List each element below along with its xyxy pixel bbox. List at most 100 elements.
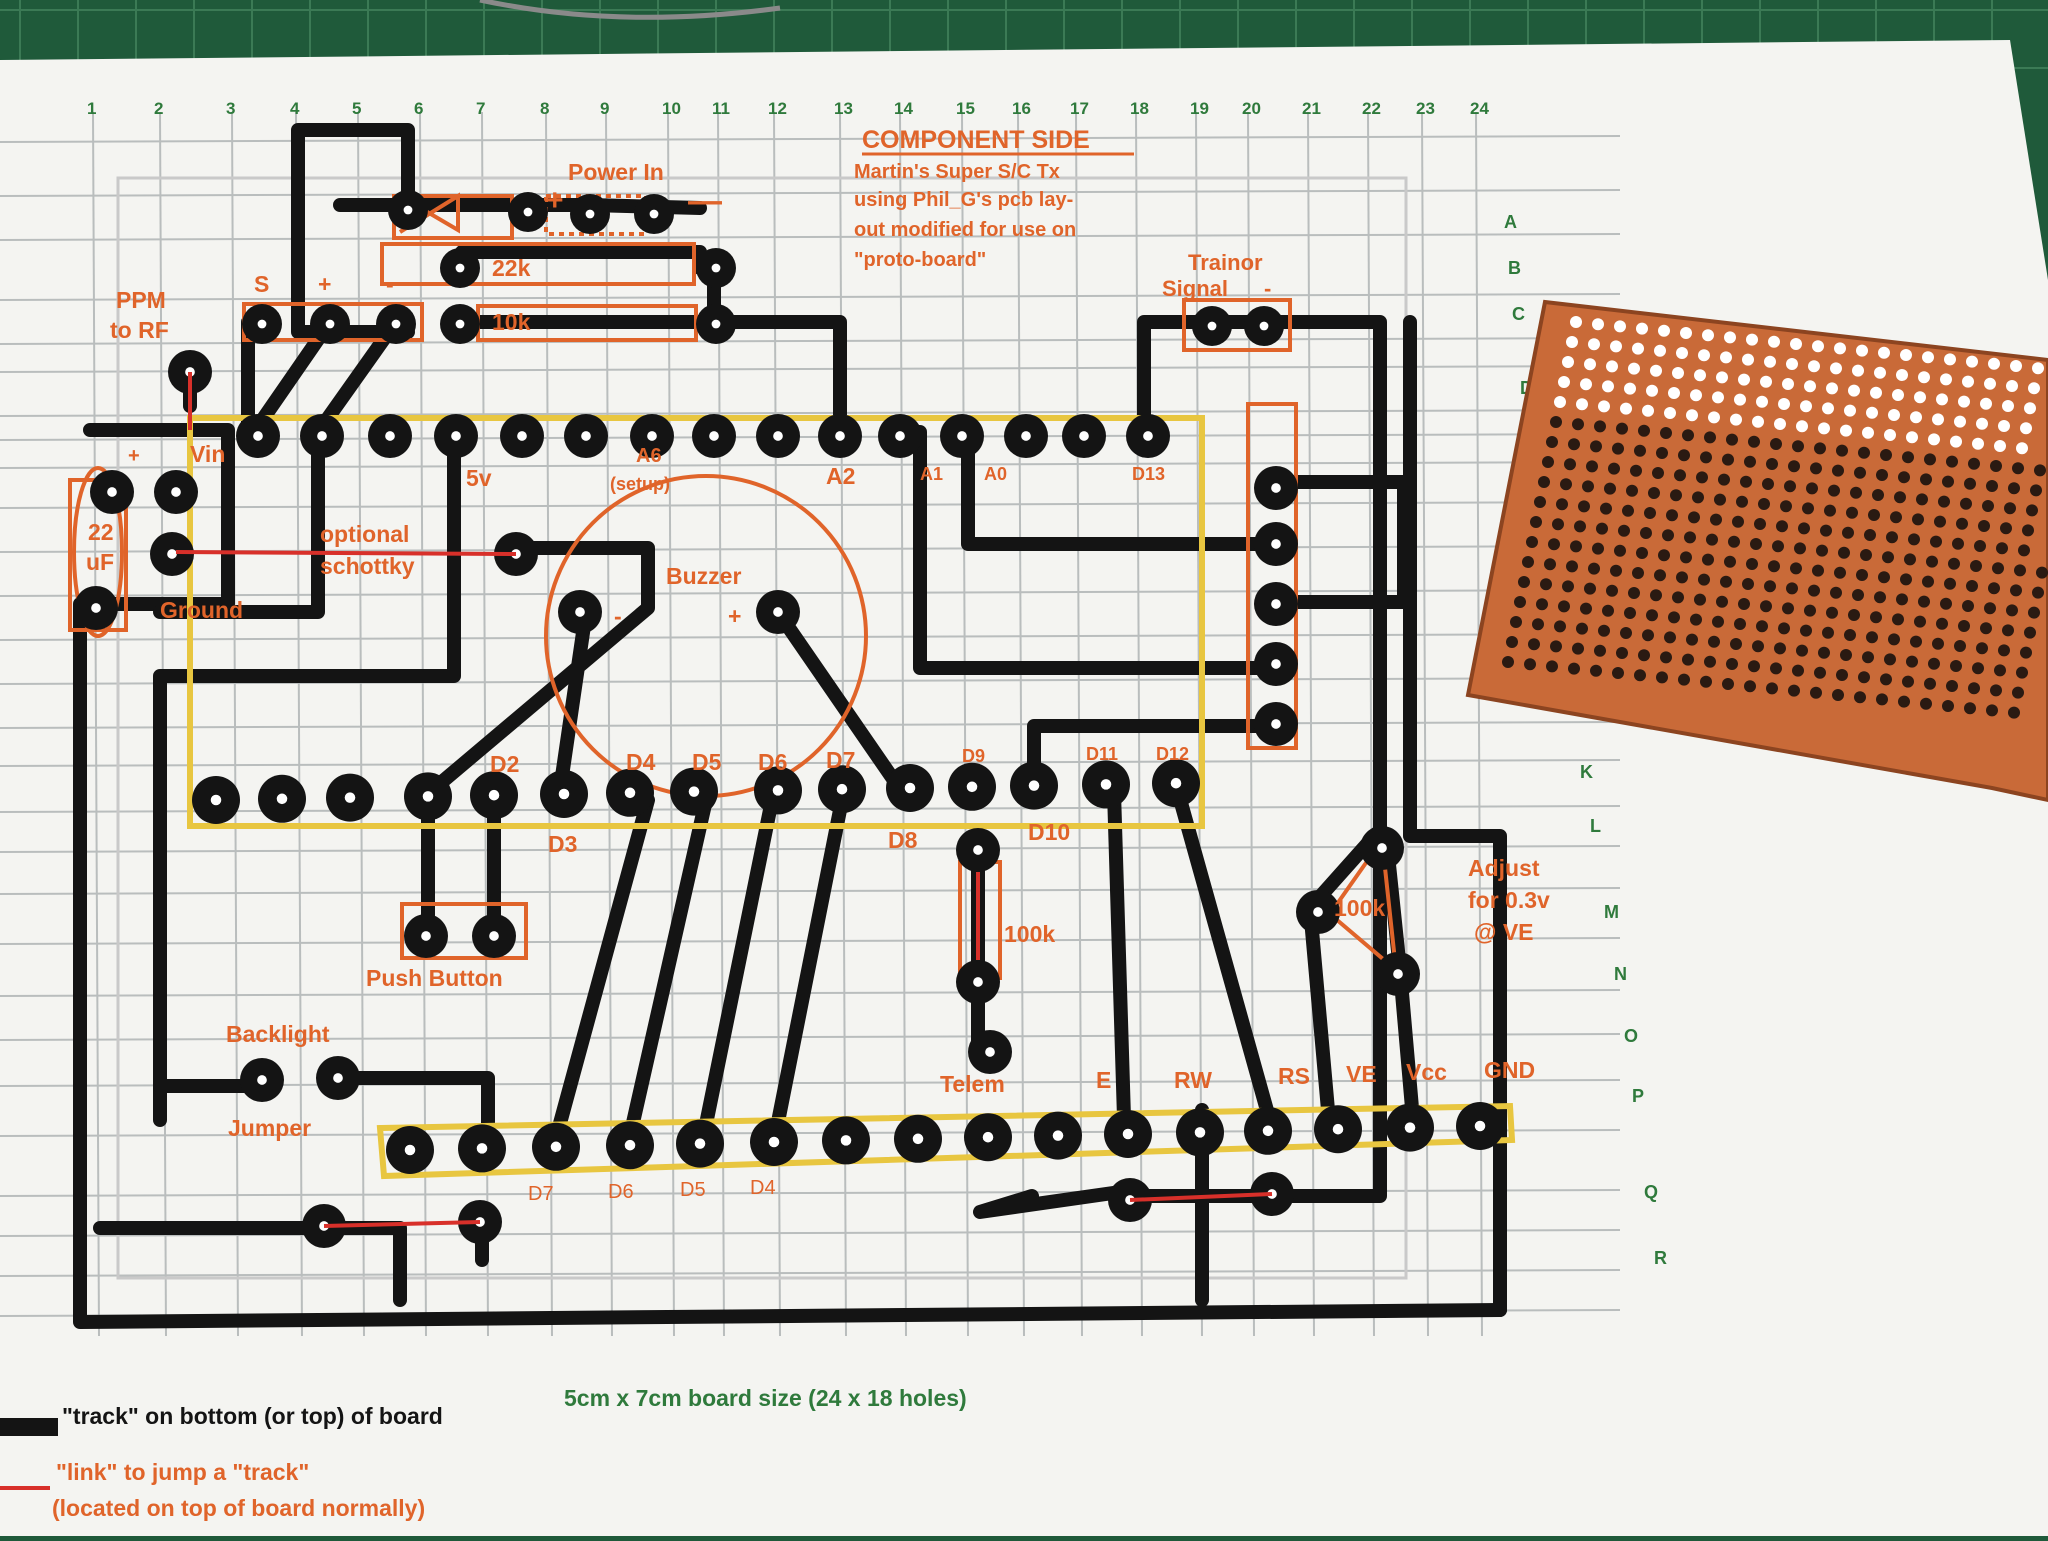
col-number: 4 — [290, 99, 300, 118]
signal-label: Signal — [1162, 276, 1228, 301]
lcd-rs-label: RS — [1278, 1063, 1310, 1089]
col-number: 16 — [1012, 99, 1031, 118]
lcd-rw-label: RW — [1174, 1067, 1212, 1093]
row-letter: Q — [1644, 1182, 1658, 1202]
links — [175, 372, 1273, 1228]
ground-label: Ground — [160, 597, 243, 623]
col-number: 15 — [956, 99, 975, 118]
trainer-minus-label: - — [1264, 276, 1271, 301]
backlight-label: Backlight — [226, 1021, 330, 1047]
cap-22-label: 22 — [88, 519, 114, 545]
track-legend-swatch — [0, 1418, 58, 1436]
col-number: 12 — [768, 99, 787, 118]
r10k-label: 10k — [492, 309, 531, 335]
lcd-d4-label: D4 — [750, 1177, 776, 1199]
col-number: 21 — [1302, 99, 1321, 118]
jumper-label: Jumper — [228, 1115, 311, 1141]
row-letter: L — [1590, 816, 1601, 836]
buzzer-plus-label: + — [728, 603, 741, 629]
desc-line-3: out modified for use on — [854, 219, 1076, 241]
5v-label: 5v — [466, 465, 492, 491]
lcd-d6-label: D6 — [608, 1181, 634, 1203]
adjust-ve-label: @ VE — [1474, 919, 1534, 945]
component-outline — [380, 242, 696, 286]
lcd-d5-label: D5 — [680, 1179, 706, 1201]
col-number: 5 — [352, 99, 361, 118]
ppm-label: PPM — [116, 287, 166, 313]
trainer-label: Trainor — [1188, 250, 1263, 275]
adjust-for-label: for 0.3v — [1468, 887, 1550, 913]
desc-line-2: using Phil_G's pcb lay- — [854, 189, 1073, 211]
col-number: 2 — [154, 99, 163, 118]
d7-label: D7 — [826, 747, 855, 773]
component-outline — [400, 902, 528, 960]
protoboard-photo — [1465, 299, 2048, 803]
optional-label: optional — [320, 521, 409, 547]
col-number: 19 — [1190, 99, 1209, 118]
vin-label: Vin — [190, 441, 225, 467]
r100k-label-b: 100k — [1334, 895, 1385, 921]
push-button-label: Push Button — [366, 965, 503, 991]
col-number: 8 — [540, 99, 549, 118]
col-number: 9 — [600, 99, 609, 118]
col-number: 14 — [894, 99, 913, 118]
col-number: 23 — [1416, 99, 1435, 118]
col-number: 7 — [476, 99, 485, 118]
row-letter: R — [1654, 1248, 1667, 1268]
row-letter: K — [1580, 762, 1593, 782]
lcd-telem-label: Telem — [940, 1071, 1005, 1097]
row-letter: P — [1632, 1086, 1644, 1106]
cap-plus-label: + — [128, 445, 140, 467]
col-number: 24 — [1470, 99, 1489, 118]
desc-line-1: Martin's Super S/C Tx — [854, 161, 1060, 183]
components — [68, 192, 1399, 980]
col-number: 20 — [1242, 99, 1261, 118]
col-number: 6 — [414, 99, 423, 118]
a0-label: A0 — [984, 464, 1007, 484]
link-wire — [323, 1220, 481, 1228]
col-number: 18 — [1130, 99, 1149, 118]
power-plus-label: + — [546, 184, 564, 217]
row-letter: M — [1604, 902, 1619, 922]
lcd-e-label: E — [1096, 1067, 1111, 1093]
desc-line-4: "proto-board" — [854, 249, 986, 271]
row-letter: N — [1614, 964, 1627, 984]
col-number: 10 — [662, 99, 681, 118]
schottky-label: schottky — [320, 553, 415, 579]
a1-label: A1 — [920, 464, 943, 484]
servo-plus-label: + — [318, 271, 331, 297]
a2-label: A2 — [826, 463, 855, 489]
link-legend-label-2: (located on top of board normally) — [52, 1495, 425, 1521]
d6-label: D6 — [758, 749, 787, 775]
component-outline — [1246, 402, 1298, 750]
servo-s-label: S — [254, 271, 269, 297]
lcd-gnd-label: GND — [1484, 1057, 1535, 1083]
row-letter: A — [1504, 212, 1517, 232]
lcd-vcc-label: Vcc — [1406, 1059, 1447, 1085]
d12-label: D12 — [1156, 744, 1189, 764]
d10-label: D10 — [1028, 819, 1070, 845]
buzzer-label: Buzzer — [666, 563, 741, 589]
ppm-to-rf-label: to RF — [110, 317, 169, 343]
row-letter: B — [1508, 258, 1521, 278]
trimpot-outline — [1327, 834, 1399, 975]
d13-label: D13 — [1132, 464, 1165, 484]
adjust-label: Adjust — [1468, 855, 1540, 881]
col-number: 17 — [1070, 99, 1089, 118]
col-number: 3 — [226, 99, 235, 118]
board-size-label: 5cm x 7cm board size (24 x 18 holes) — [564, 1385, 967, 1411]
lcd-ve-label: VE — [1346, 1061, 1377, 1087]
power-in-label: Power In — [568, 159, 664, 185]
d11-label: D11 — [1086, 744, 1118, 764]
component-outline — [1182, 298, 1292, 352]
col-number: 13 — [834, 99, 853, 118]
link-wire — [175, 550, 517, 556]
row-letter: O — [1624, 1026, 1638, 1046]
d8-label: D8 — [888, 827, 918, 853]
track-legend-label: "track" on bottom (or top) of board — [62, 1403, 443, 1429]
a6-setup-label: (setup) — [610, 474, 670, 494]
capacitor-outline — [72, 466, 124, 638]
